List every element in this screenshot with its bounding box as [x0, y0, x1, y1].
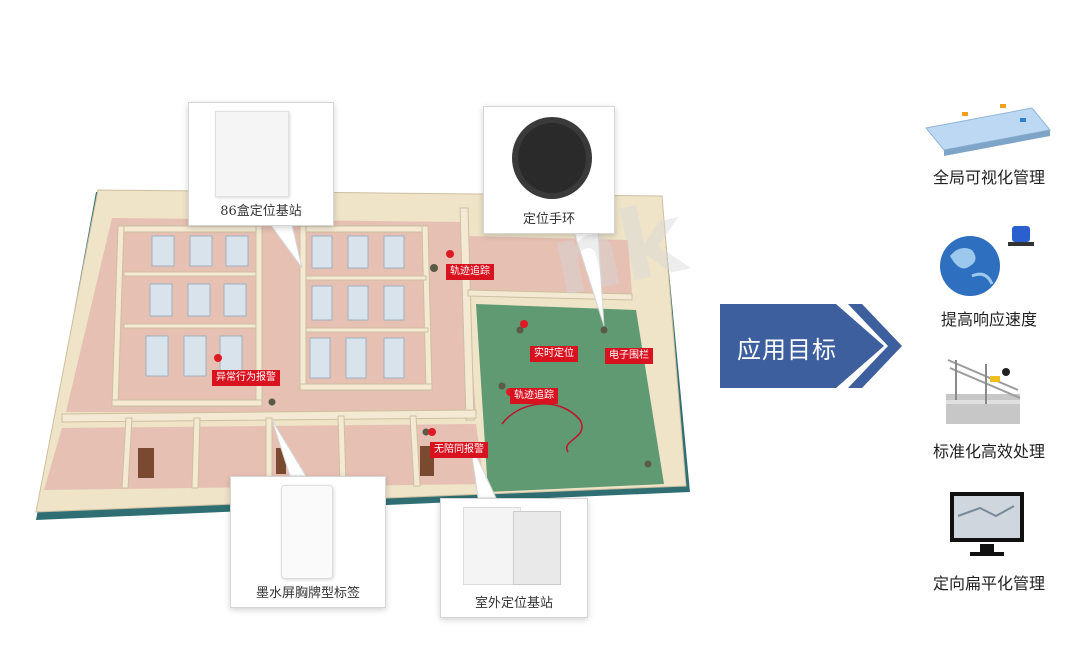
goal-label-response: 提高响应速度 [940, 310, 1037, 329]
callout-outdoor-station: 室外定位基站 [440, 498, 588, 618]
yard-floor [476, 304, 664, 492]
tag-fence: 电子围栏 [605, 348, 653, 364]
beds [145, 235, 405, 379]
outdoor-station-open-image [513, 511, 561, 585]
floorplan [35, 189, 690, 520]
goal-label-standard: 标准化高效处理 [932, 442, 1045, 461]
tag-trajectory-1: 轨迹追踪 [446, 264, 494, 280]
trajectory-path [501, 403, 583, 453]
people [268, 264, 652, 468]
station-device-image [215, 111, 289, 197]
tag-no-attend: 无陪同报警 [430, 442, 488, 458]
goal-icon-flat [950, 492, 1024, 556]
tag-abnormal: 异常行为报警 [212, 370, 280, 386]
arrow-chevron [848, 304, 902, 388]
goal-icon-standard [946, 359, 1021, 424]
goal-icon-visual [925, 104, 1051, 156]
goal-label-visual: 全局可视化管理 [932, 168, 1045, 187]
goal-label-flat: 定向扁平化管理 [932, 574, 1045, 593]
goal-icon-response [940, 226, 1034, 296]
callout-86-station: 86盒定位基站 [188, 102, 334, 226]
callout-label: 定位手环 [522, 212, 575, 227]
callout-label: 墨水屏胸牌型标签 [255, 586, 360, 601]
callout-badge: 墨水屏胸牌型标签 [230, 476, 386, 608]
callout-label: 室外定位基站 [474, 596, 553, 611]
callout-wristband: 定位手环 [483, 106, 615, 234]
tag-realtime: 实时定位 [530, 346, 578, 362]
arrow-body [720, 304, 884, 388]
tag-trajectory-2: 轨迹追踪 [510, 388, 558, 404]
goal-arrow [720, 304, 902, 388]
interior-walls [61, 207, 633, 489]
arrow-label: 应用目标 [737, 336, 837, 364]
wristband-image [512, 117, 592, 199]
callout-label: 86盒定位基站 [220, 204, 302, 219]
badge-image [281, 485, 333, 579]
